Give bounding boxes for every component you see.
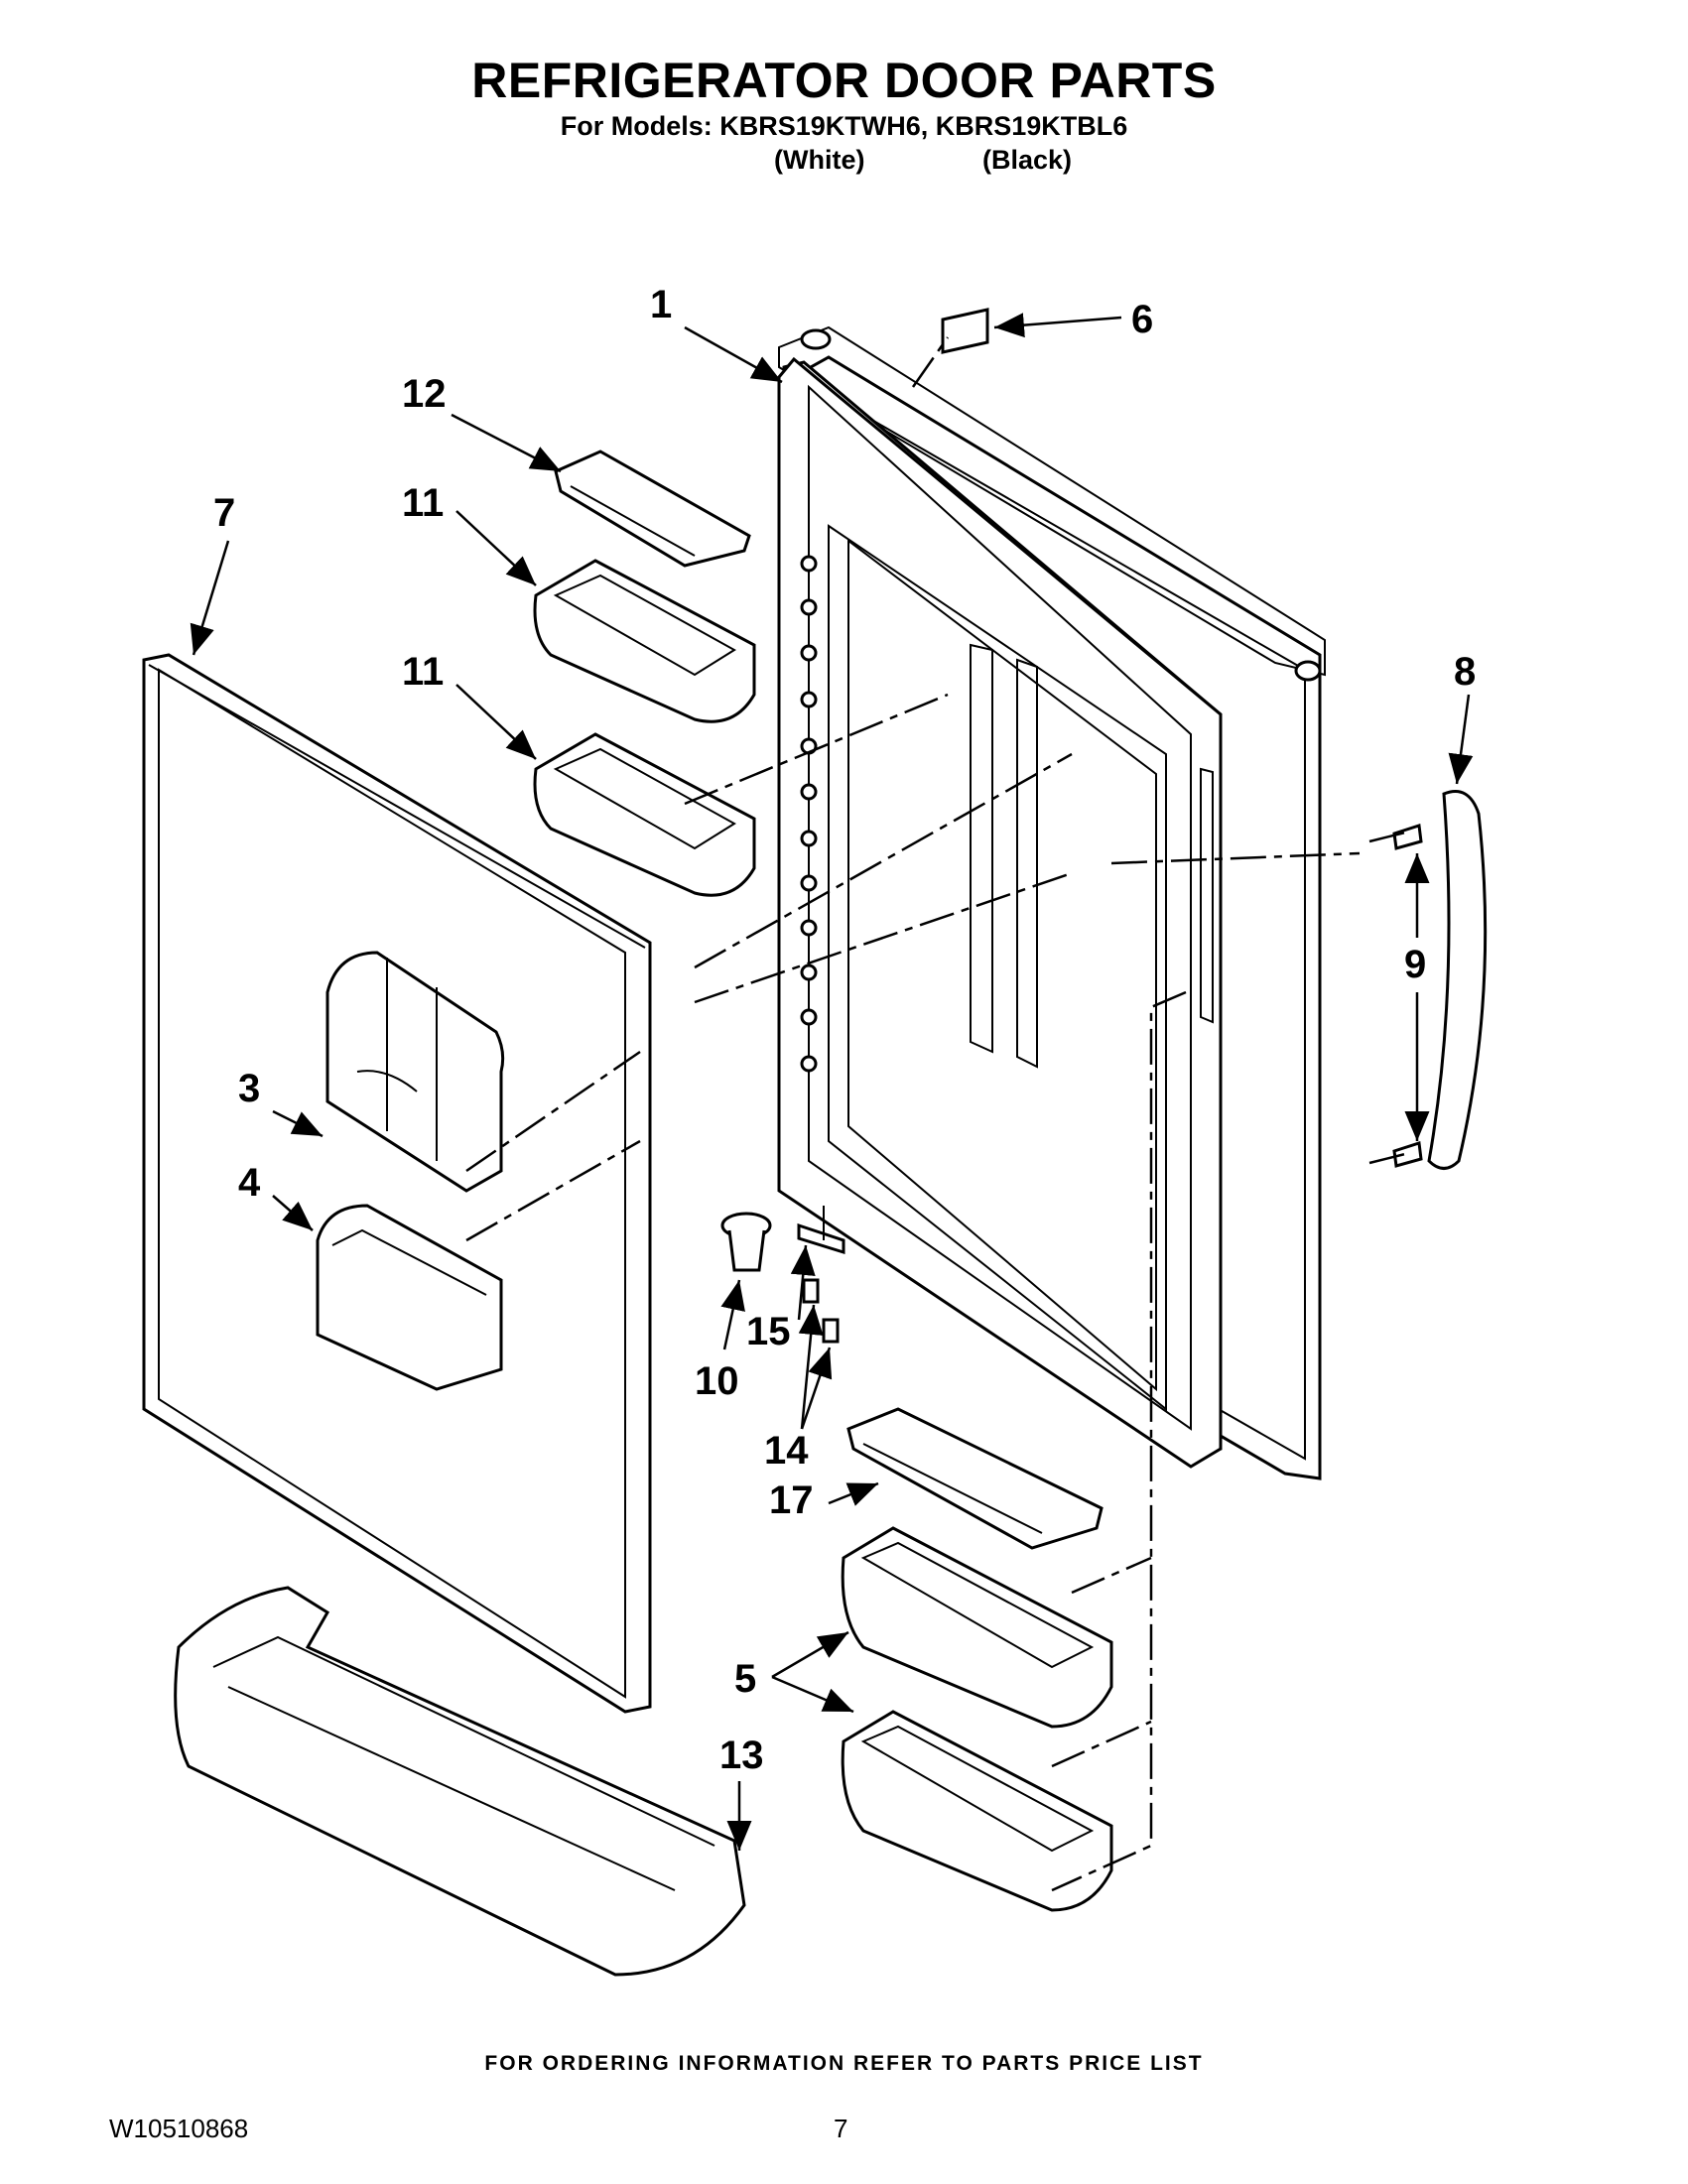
- callout-12: 12: [402, 372, 447, 416]
- callout-11-upper: 11: [402, 481, 444, 525]
- callout-11-lower: 11: [402, 650, 444, 694]
- variant-black-label: (Black): [982, 145, 1073, 175]
- part-4-dairy-bin: [316, 1204, 503, 1391]
- part-1-door-assembly: [777, 325, 1326, 1480]
- part-13-gallon-bin: [174, 1586, 746, 1977]
- assembly-lines: [465, 336, 1410, 1892]
- page-title: REFRIGERATOR DOOR PARTS: [471, 53, 1217, 108]
- part-11-door-bin-lower: [533, 732, 756, 897]
- part-12-shelf-cover: [554, 450, 751, 568]
- callout-14: 14: [764, 1429, 809, 1473]
- callout-8: 8: [1454, 650, 1476, 694]
- callout-7: 7: [213, 491, 235, 535]
- part-3-dairy-door: [325, 951, 505, 1193]
- part-8-door-handle: [1427, 790, 1488, 1170]
- part-11-door-bin-upper: [533, 559, 756, 723]
- page-number: 7: [834, 2114, 848, 2143]
- ordering-note: FOR ORDERING INFORMATION REFER TO PARTS …: [484, 2052, 1204, 2075]
- part-5-door-bin-upper: [841, 1526, 1113, 1729]
- part-7-door-panel: [142, 653, 652, 1714]
- part-10-hinge-bushing: [720, 1212, 772, 1272]
- variant-white-label: (White): [774, 145, 865, 175]
- part-14-screws: [802, 1278, 840, 1344]
- callout-6: 6: [1131, 298, 1153, 341]
- leader-lines: [190, 313, 1474, 1851]
- callout-1: 1: [650, 283, 672, 326]
- part-6-label: [941, 308, 989, 354]
- callout-3: 3: [238, 1067, 260, 1110]
- callout-numbers: 1 6 12 11 11 7 8 9 3 4 10 15 14 17 5 13: [213, 283, 1476, 1777]
- callout-17: 17: [769, 1478, 814, 1522]
- part-9-handle-screws: [1392, 824, 1423, 1168]
- part-17-shelf-cover: [846, 1407, 1104, 1550]
- shelf-pegs: [800, 555, 818, 1073]
- part-5-door-bin-lower: [841, 1710, 1113, 1912]
- models-line: For Models: KBRS19KTWH6, KBRS19KTBL6: [560, 111, 1128, 141]
- callout-13: 13: [719, 1734, 764, 1777]
- part-15-hinge-bracket: [797, 1206, 845, 1255]
- callout-4: 4: [238, 1161, 261, 1205]
- callout-10: 10: [695, 1359, 739, 1403]
- callout-15: 15: [746, 1310, 791, 1353]
- callout-9: 9: [1404, 943, 1426, 986]
- callout-5: 5: [734, 1657, 756, 1701]
- document-number: W10510868: [109, 2114, 249, 2143]
